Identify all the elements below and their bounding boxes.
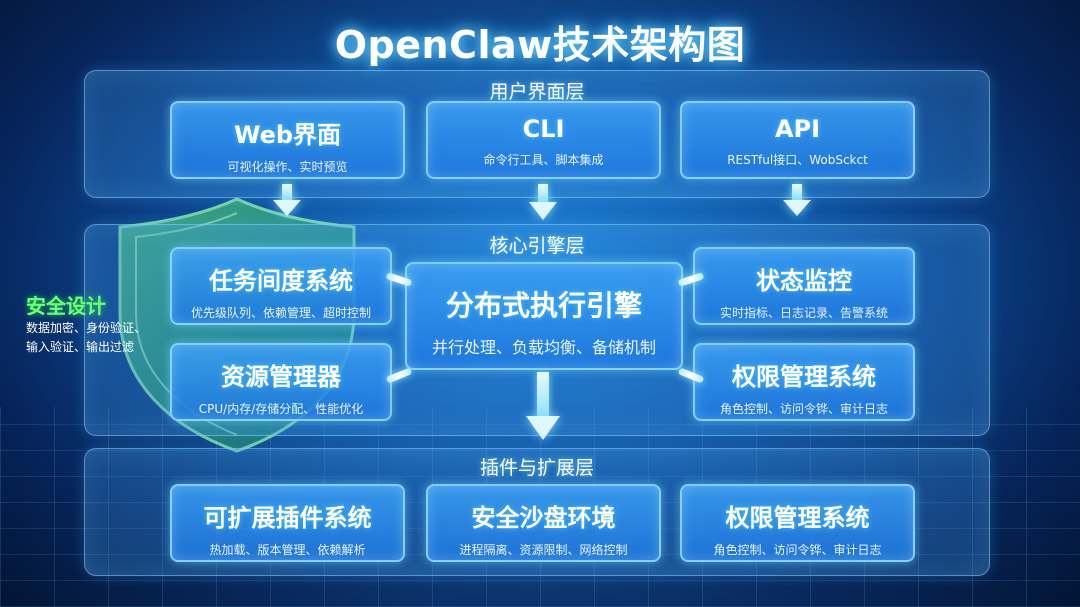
cli-box: CLI 命令行工具、脚本集成 <box>426 101 661 179</box>
status-monitor-title: 状态监控 <box>756 267 852 295</box>
cli-desc: 命令行工具、脚本集成 <box>483 153 604 167</box>
permission-system-title: 权限管理系统 <box>732 363 876 391</box>
security-desc: 数据加密、身份验证、 输入验证、输出过滤 <box>26 319 176 357</box>
api-box: API RESTful接口、WobSckct <box>680 101 915 179</box>
task-scheduler-box: 任务间度系统 优先级队列、依赖管理、超时控制 <box>170 247 392 325</box>
security-desc-line2: 输入验证、输出过滤 <box>26 340 135 354</box>
core-layer-label: 核心引擎层 <box>489 235 585 257</box>
permission-system-box: 权限管理系统 角色控制、访问令铧、审计日志 <box>693 343 915 421</box>
cli-title: CLI <box>522 115 565 143</box>
plugin-permission-box: 权限管理系统 角色控制、访问令铧、审计日志 <box>680 484 915 562</box>
resource-manager-desc: CPU/内存/存储分配、性能优化 <box>198 402 364 416</box>
api-desc: RESTful接口、WobSckct <box>727 153 868 167</box>
sandbox-box: 安全沙盘环境 进程隔离、资源限制、网络控制 <box>426 484 661 562</box>
web-ui-desc: 可视化操作、实时预览 <box>227 160 348 174</box>
resource-manager-box: 资源管理器 CPU/内存/存储分配、性能优化 <box>170 343 392 421</box>
task-scheduler-desc: 优先级队列、依赖管理、超时控制 <box>190 306 371 320</box>
arrow-down-icon <box>782 184 812 218</box>
distributed-engine-box: 分布式执行引擎 并行处理、负载均衡、备储机制 <box>405 262 683 370</box>
security-title: 安全设计 <box>26 294 106 318</box>
page-title: OpenClaw技术架构图 <box>334 23 746 67</box>
permission-system-desc: 角色控制、访问令铧、审计日志 <box>719 402 888 416</box>
plugin-permission-desc: 角色控制、访问令铧、审计日志 <box>713 543 882 557</box>
distributed-engine-title: 分布式执行引擎 <box>445 289 642 322</box>
status-monitor-desc: 实时指标、日志记录、告警系统 <box>719 306 888 320</box>
arrow-down-icon <box>528 184 558 222</box>
resource-manager-title: 资源管理器 <box>221 363 341 391</box>
sandbox-desc: 进程隔离、资源限制、网络控制 <box>459 543 628 557</box>
plugin-layer-label: 插件与扩展层 <box>479 457 594 479</box>
api-title: API <box>774 115 821 143</box>
task-scheduler-title: 任务间度系统 <box>209 267 353 295</box>
web-ui-title: Web界面 <box>233 121 342 149</box>
status-monitor-box: 状态监控 实时指标、日志记录、告警系统 <box>693 247 915 325</box>
arrow-down-icon <box>272 184 302 218</box>
sandbox-title: 安全沙盘环境 <box>471 504 616 532</box>
arrow-down-icon <box>526 372 560 442</box>
plugin-permission-title: 权限管理系统 <box>725 504 870 532</box>
web-ui-box: Web界面 可视化操作、实时预览 <box>170 101 405 179</box>
security-desc-line1: 数据加密、身份验证、 <box>26 321 147 335</box>
distributed-engine-desc: 并行处理、负载均衡、备储机制 <box>431 338 656 357</box>
plugin-system-title: 可扩展插件系统 <box>203 504 372 532</box>
ui-layer-label: 用户界面层 <box>489 81 585 103</box>
plugin-system-desc: 热加载、版本管理、依赖解析 <box>209 543 366 557</box>
plugin-system-box: 可扩展插件系统 热加载、版本管理、依赖解析 <box>170 484 405 562</box>
